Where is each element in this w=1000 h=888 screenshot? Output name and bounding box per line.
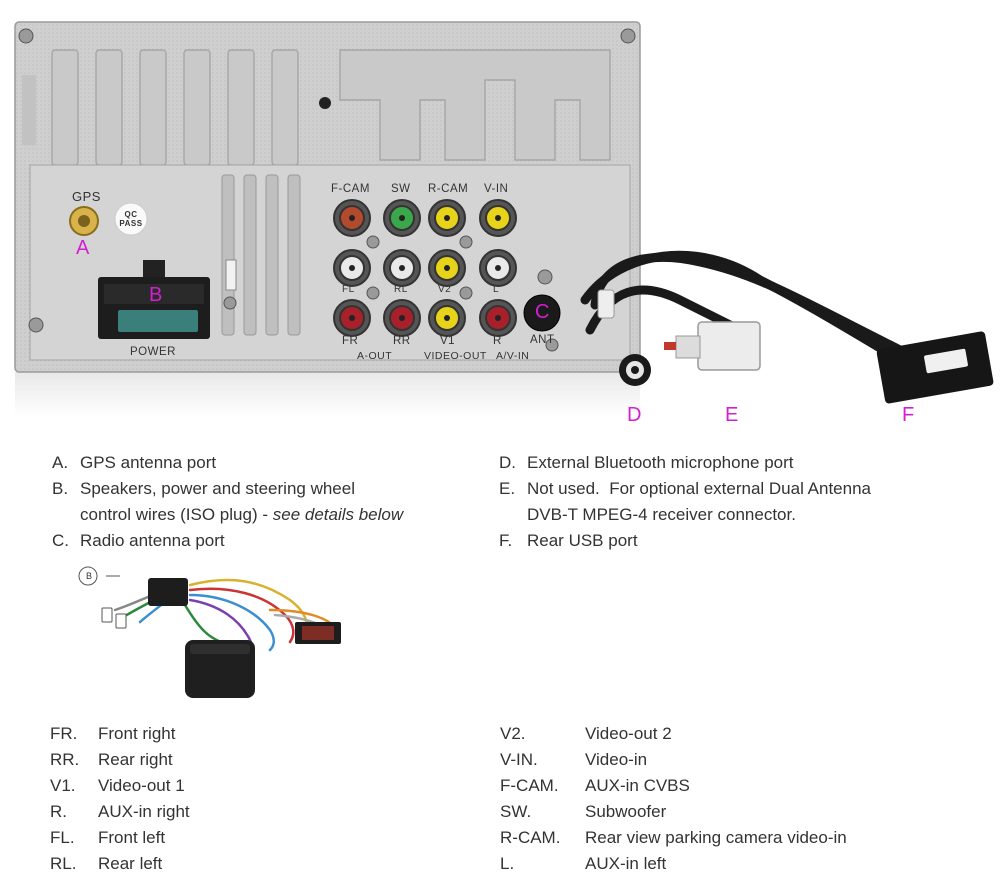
legend-item-b-cont: control wires (ISO plug) - see details b… <box>80 502 403 528</box>
legend-key: A. <box>52 453 69 472</box>
sw-label: SW <box>391 183 411 195</box>
abbreviation-key: R. <box>50 802 67 821</box>
abbreviation-text: Subwoofer <box>585 802 667 821</box>
fl-label: FL <box>342 284 355 295</box>
legend-item-c: C. Radio antenna port <box>52 528 225 554</box>
abbreviation-text: Rear view parking camera video-in <box>585 828 847 847</box>
harness-badge-b: B <box>85 571 92 581</box>
rl-label: RL <box>394 284 408 295</box>
abbreviation-row: RL. Rear left <box>50 851 510 877</box>
abbreviation-row: V1. Video-out 1 <box>50 773 510 799</box>
legend-item-f: F. Rear USB port <box>499 528 638 554</box>
av-in-group-label: A/V-IN <box>496 350 530 362</box>
video-out-group-label: VIDEO-OUT <box>424 350 487 362</box>
abbreviation-key: L. <box>500 854 515 873</box>
v1-label: V1 <box>440 335 456 347</box>
abbreviation-row: F-CAM. AUX-in CVBS <box>500 773 960 799</box>
abbreviation-text: Video-out 1 <box>98 776 185 795</box>
abbreviation-key: SW. <box>500 802 532 821</box>
abbreviation-key: V-IN. <box>500 750 538 769</box>
legend-text: Speakers, power and steering wheel <box>80 479 355 498</box>
legend-key: C. <box>52 531 69 550</box>
abbreviation-row: R. AUX-in right <box>50 799 510 825</box>
abbreviation-row: FR. Front right <box>50 721 510 747</box>
legend-key: F. <box>499 531 513 550</box>
iso-harness-illustration <box>78 566 341 698</box>
r-cam-label: R-CAM <box>428 183 469 195</box>
legend-item-a: A. GPS antenna port <box>52 450 216 476</box>
abbreviation-text: Video-out 2 <box>585 724 672 743</box>
v-in-label: V-IN <box>484 183 509 195</box>
abbreviation-text: Front left <box>98 828 166 847</box>
r-label: R <box>493 335 502 347</box>
v2-label: V2 <box>438 284 452 295</box>
legend-text: Not used. For optional external Dual Ant… <box>527 479 871 498</box>
abbreviation-text: Video-in <box>585 750 648 769</box>
legend-text: Radio antenna port <box>80 531 225 550</box>
legend-item-d: D. External Bluetooth microphone port <box>499 450 794 476</box>
see-details-link: see details below <box>272 505 404 524</box>
rr-label: RR <box>393 335 411 347</box>
legend-text: External Bluetooth microphone port <box>527 453 794 472</box>
abbreviation-text: Rear left <box>98 854 163 873</box>
fr-label: FR <box>342 335 359 347</box>
abbreviation-key: R-CAM. <box>500 828 561 847</box>
abbreviation-row: V2. Video-out 2 <box>500 721 960 747</box>
abbreviation-key: RL. <box>50 854 77 873</box>
legend-key: E. <box>499 479 516 498</box>
power-port-label: POWER <box>130 346 176 358</box>
callout-a: A <box>76 237 90 259</box>
a-out-group-label: A-OUT <box>357 350 393 362</box>
abbreviation-key: RR. <box>50 750 80 769</box>
abbreviation-row: RR. Rear right <box>50 747 510 773</box>
abbreviation-key: V2. <box>500 724 526 743</box>
abbreviation-key: FR. <box>50 724 78 743</box>
legend-text: GPS antenna port <box>80 453 217 472</box>
gps-port-label: GPS <box>72 189 101 204</box>
abbreviation-key: V1. <box>50 776 76 795</box>
callout-e: E <box>725 404 739 426</box>
abbreviation-row: L. AUX-in left <box>500 851 960 877</box>
abbreviation-text: Rear right <box>98 750 173 769</box>
abbreviation-text: Front right <box>98 724 176 743</box>
l-label: L <box>493 284 500 295</box>
legend-text-cont: control wires (ISO plug) - <box>80 505 273 524</box>
abbreviation-text: AUX-in CVBS <box>585 776 690 795</box>
abbreviation-text: AUX-in right <box>98 802 190 821</box>
callout-d: D <box>627 404 642 426</box>
abbreviation-row: R-CAM. Rear view parking camera video-in <box>500 825 960 851</box>
legend-item-e: E. Not used. For optional external Dual A… <box>499 476 871 502</box>
head-unit-rear-illustration <box>14 21 994 417</box>
callout-f: F <box>902 404 915 426</box>
f-cam-label: F-CAM <box>331 183 370 195</box>
callout-c: C <box>535 301 550 323</box>
legend-key: D. <box>499 453 516 472</box>
abbreviation-key: FL. <box>50 828 75 847</box>
abbreviation-key: F-CAM. <box>500 776 559 795</box>
callout-b: B <box>149 284 163 306</box>
legend-text: Rear USB port <box>527 531 638 550</box>
legend-text-cont: DVB-T MPEG-4 receiver connector. <box>527 505 796 524</box>
abbreviation-row: V-IN. Video-in <box>500 747 960 773</box>
ant-port-label: ANT <box>530 334 555 346</box>
legend-item-e-cont: DVB-T MPEG-4 receiver connector. <box>527 502 796 528</box>
legend-key: B. <box>52 479 69 498</box>
abbreviation-row: FL. Front left <box>50 825 510 851</box>
abbreviation-text: AUX-in left <box>585 854 667 873</box>
legend-item-b: B. Speakers, power and steering wheel <box>52 476 355 502</box>
qc-pass-sticker-label: QC PASS <box>119 210 143 228</box>
abbreviation-row: SW. Subwoofer <box>500 799 960 825</box>
